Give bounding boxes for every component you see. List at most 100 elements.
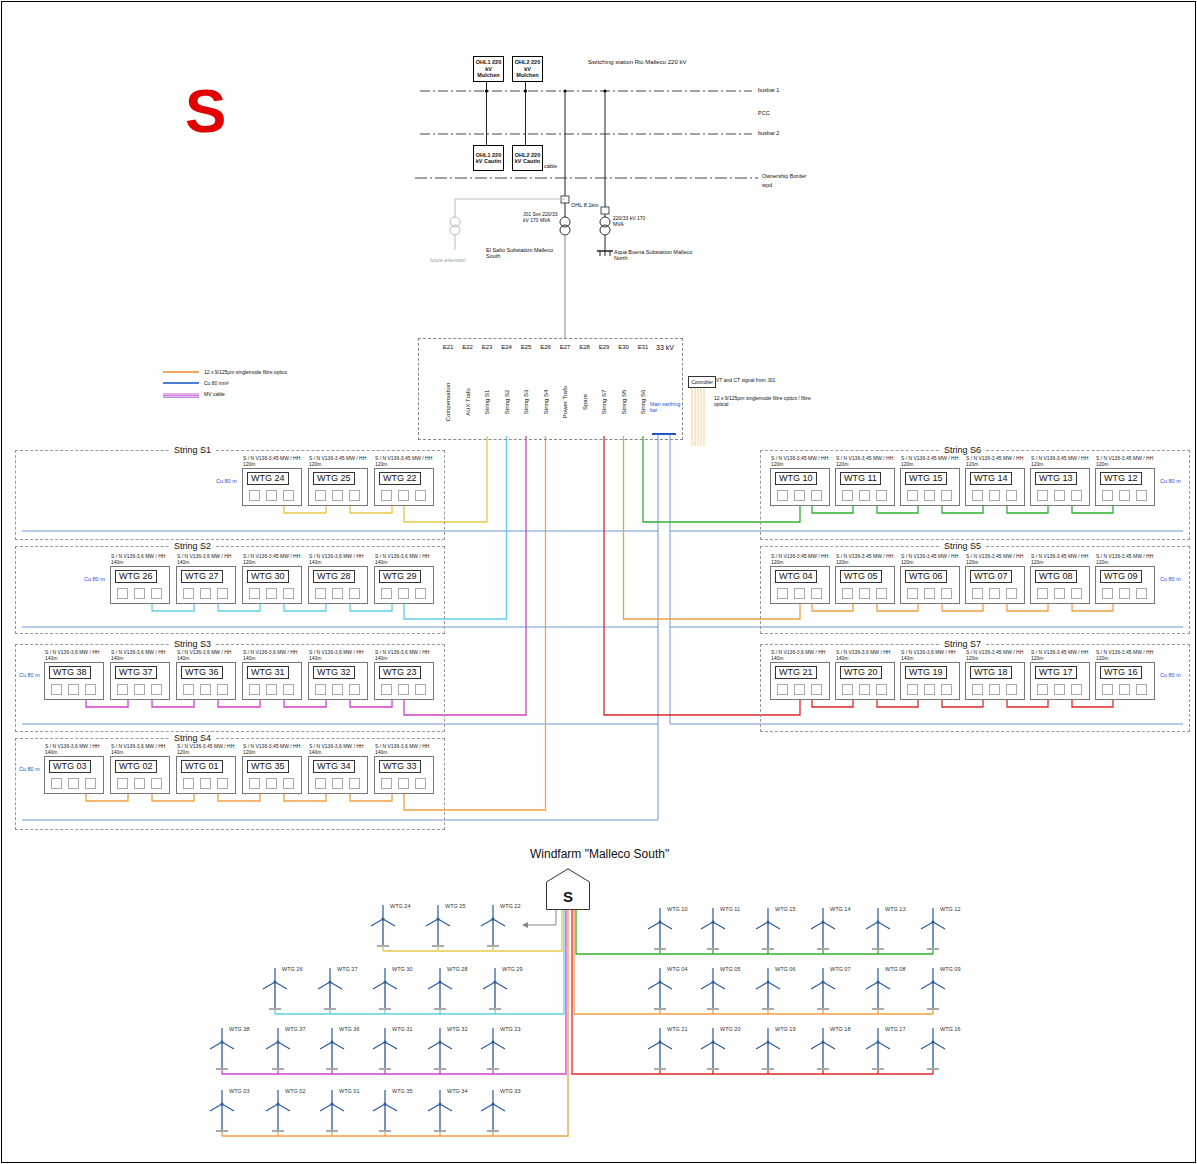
turbine-box: S / N V136-3,45 MW / HH 120mWTG 14 [965,468,1025,506]
feeder-bay: E27Power Trafo [558,344,572,436]
bay-id: E25 [516,344,536,351]
turbine-box: S / N V136-3,6 MW / HH 140mWTG 26 [110,566,170,604]
turbine-hub [277,1041,280,1044]
turbine-hub [659,1041,662,1044]
turbine-name: WTG 31 [247,666,289,679]
turbine-box: S / N V136-3,45 MW / HH 120mWTG 06 [900,566,960,604]
string-title: String S5 [941,541,984,551]
mv-cable [284,700,326,707]
turbine-box: S / N V136-3,6 MW / HH 140mWTG 29 [374,566,434,604]
turbine-label: WTG 02 [285,1088,305,1094]
switchgear-cell [859,490,870,501]
feeder-bay: E24String S2 [500,344,514,436]
switchgear-cell [332,684,343,695]
ownership-border-line [415,178,758,179]
turbine-name: WTG 12 [1100,472,1142,485]
switchgear-cell [811,684,822,695]
turbine-tower [712,982,713,1008]
turbine-hub [221,1041,224,1044]
turbine-hub [932,921,935,924]
outgoing-arrow [528,910,556,925]
turbine-type: S / N V136-3,45 MW / HH 120m [966,455,1030,467]
mv-cable [218,794,260,801]
turbine-box: S / N V136-3,6 MW / HH 140mWTG 32 [308,662,368,700]
switchgear-cell [134,588,145,599]
turbine-foundation [379,1068,391,1070]
turbine-label: WTG 29 [502,966,522,972]
switchgear-cell [200,778,211,789]
turbine-type: S / N V136-3,6 MW / HH 140m [45,649,109,661]
breaker-symbol [601,207,609,214]
switchgear-cell [842,490,853,501]
switchgear-cell [1136,490,1147,501]
string-group: String S2S / N V136-3,6 MW / HH 140mWTG … [15,546,445,634]
turbine-foundation [216,1130,228,1132]
busbar-line [420,134,752,135]
mv-cable [86,794,128,801]
turbine-box: S / N V136-3,45 MW / HH 120mWTG 35 [242,756,302,794]
turbine-hub [822,1041,825,1044]
turbine-hub [932,1041,935,1044]
turbine-type: S / N V136-3,45 MW / HH 120m [1031,649,1095,661]
turbine-label: WTG 14 [830,906,850,912]
switchgear-cell [1119,684,1130,695]
mv-cable [812,700,853,707]
string-group: String S7S / N V136-3,6 MW / HH 140mWTG … [760,644,1190,732]
turbine-hub [932,981,935,984]
turbine-tower [439,1042,440,1068]
feeder-bay: E22AUX Trafo [461,344,475,436]
switchgear-cell [266,490,277,501]
turbine-name: WTG 23 [379,666,421,679]
turbine-name: WTG 06 [905,570,947,583]
string-group: String S3S / N V136-3,6 MW / HH 140mWTG … [15,644,445,732]
turbine-box: S / N V136-3,45 MW / HH 120mWTG 25 [308,468,368,506]
turbine-foundation [434,1068,446,1070]
map-cable-route [383,910,562,951]
switchgear-cell [381,778,392,789]
turbine-box: S / N V136-3,6 MW / HH 140mWTG 02 [110,756,170,794]
turbine-type: S / N V136-3,45 MW / HH 120m [966,649,1030,661]
switchgear-cell [183,778,194,789]
turbine-type: S / N V136-3,45 MW / HH 120m [771,455,835,467]
switchgear-cell [907,684,918,695]
turbine-name: WTG 27 [181,570,223,583]
mv-cable [1007,700,1048,707]
turbine-label: WTG 04 [667,966,687,972]
turbine-type: S / N V136-3,6 MW / HH 140m [771,649,835,661]
switchgear-cell [1071,588,1082,599]
turbine-label: WTG 10 [667,906,687,912]
fibre-bundle [692,388,704,446]
bay-name: Spare [581,394,588,410]
transformer-symbol [560,225,570,235]
switchgear-cell [249,490,260,501]
mv-cable [1007,506,1048,513]
annotation-label: 12 x 9/125µm singlemode fibre optics / f… [714,396,826,408]
sheet-marker: S [185,80,226,142]
switchgear-cell [183,684,194,695]
earthing-conductor [22,434,658,820]
turbine-hub [712,1041,715,1044]
switchgear-cell [217,588,228,599]
turbine-tower [767,1042,768,1068]
turbine-type: S / N V136-3,45 MW / HH 120m [836,455,900,467]
switchgear-cell [398,684,409,695]
supply-line [564,235,565,338]
turbine-foundation [707,948,719,950]
mv-cable [284,604,326,611]
switchgear-cell [217,778,228,789]
turbine-hub [384,981,387,984]
annotation-label: future extension [430,258,466,264]
bay-id: E28 [575,344,595,351]
switchgear-cell [398,588,409,599]
legend-swatch [163,371,199,373]
switchgear-cell [1102,588,1113,599]
turbine-type: S / N V136-3,6 MW / HH 140m [309,553,373,565]
turbine-foundation [707,1068,719,1070]
legend-swatch [163,382,199,384]
turbine-tower [439,982,440,1008]
switchgear-cell [51,684,62,695]
switchgear-cell [811,490,822,501]
mv-cable [152,604,194,611]
turbine-label: WTG 27 [337,966,357,972]
turbine-tower [932,1042,933,1068]
